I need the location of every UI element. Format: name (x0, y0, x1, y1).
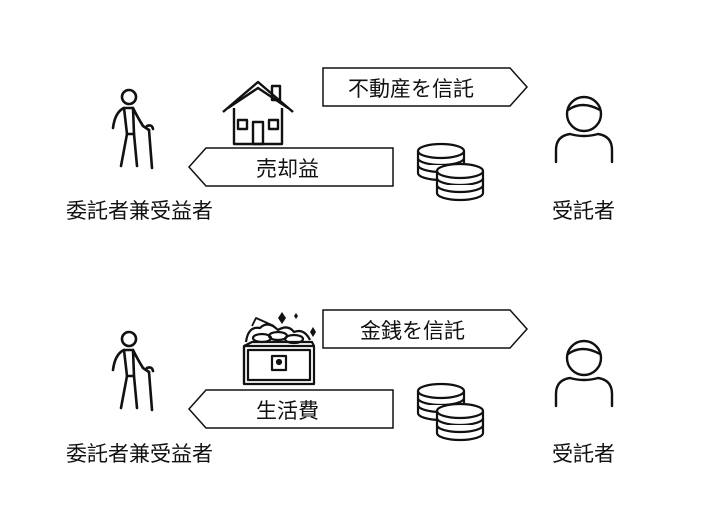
coins-icon (416, 142, 485, 202)
elderly-person-icon (111, 330, 155, 412)
return-arrow (188, 389, 394, 429)
trustee-label: 受託者 (552, 199, 615, 223)
return-arrow (188, 147, 394, 187)
coins-icon (416, 382, 485, 442)
trust-arrow (322, 309, 528, 349)
house-icon (222, 80, 294, 146)
elderly-person-icon (111, 88, 155, 170)
treasure-chest-icon (242, 312, 316, 386)
settlor-beneficiary-label: 委託者兼受益者 (66, 199, 213, 223)
person-icon (554, 95, 614, 164)
trust-arrow-label: 金銭を信託 (360, 319, 465, 343)
trustee-label: 受託者 (552, 442, 615, 466)
trust-arrow-label: 不動産を信託 (348, 77, 474, 101)
return-arrow-label: 売却益 (256, 157, 319, 181)
trust-arrow (322, 67, 528, 107)
return-arrow-label: 生活費 (256, 399, 319, 423)
person-icon (554, 339, 614, 408)
settlor-beneficiary-label: 委託者兼受益者 (66, 442, 213, 466)
